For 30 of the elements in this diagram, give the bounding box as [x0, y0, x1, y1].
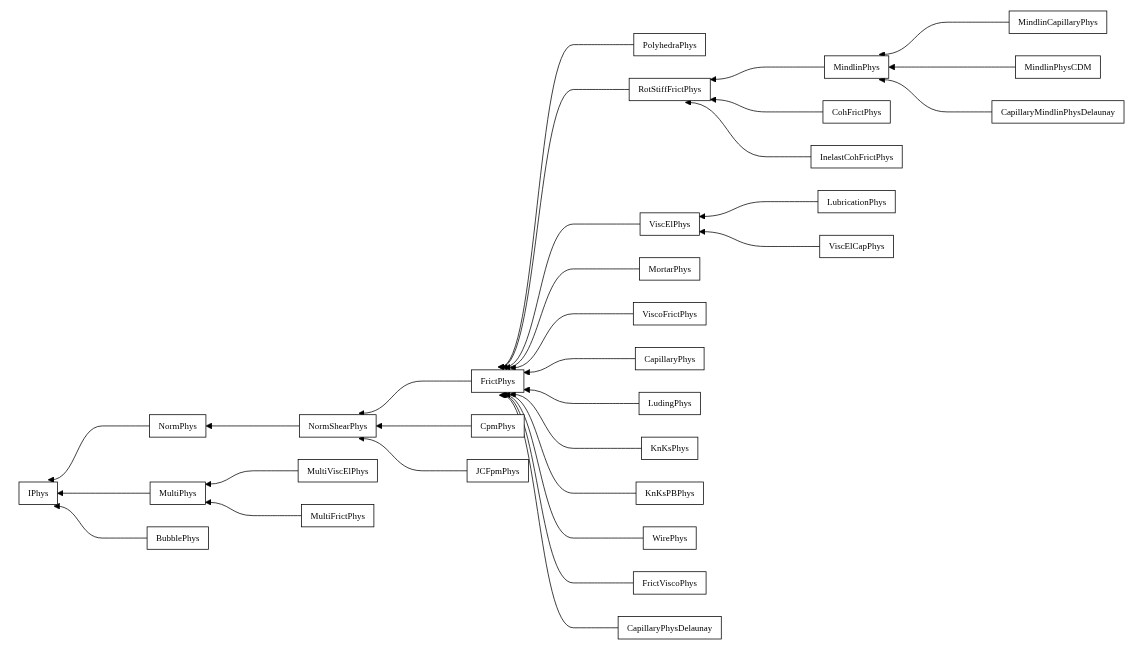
- node-box: PolyhedraPhys: [632, 33, 706, 57]
- node-box: ViscElCapPhys: [818, 234, 894, 259]
- node-box: CapillaryPhys: [634, 347, 704, 371]
- node-box: CapillaryPhysDelaunay: [617, 616, 722, 640]
- node-box: MindlinPhys: [823, 55, 889, 79]
- node-box: FrictPhys: [470, 369, 524, 393]
- node-box: NormPhys: [148, 414, 206, 438]
- node-box: RotStiffFrictPhys: [628, 77, 711, 102]
- node-box: MultiViscElPhys: [297, 459, 378, 483]
- node-box: InelastCohFrictPhys: [810, 145, 903, 169]
- node-box: CohFrictPhys: [822, 100, 891, 124]
- node-box: NormShearPhys: [298, 414, 376, 438]
- node-box: JCFpmPhys: [466, 459, 529, 483]
- node-box: MultiPhys: [149, 481, 206, 505]
- node-box: ViscElPhys: [639, 212, 700, 236]
- node-box: WirePhys: [642, 526, 697, 550]
- node-box: MindlinCapillaryPhys: [1008, 10, 1107, 34]
- node-box: CapillaryMindlinPhysDelaunay: [991, 100, 1124, 124]
- node-box: FrictViscoPhys: [632, 571, 706, 595]
- node-box: KnKsPhys: [640, 436, 698, 460]
- node-box: LudingPhys: [638, 391, 701, 416]
- node-box: ViscoFrictPhys: [632, 302, 706, 326]
- node-box: KnKsPBPhys: [635, 481, 704, 505]
- node-box: BubblePhys: [146, 526, 209, 550]
- node-box: MindlinPhysCDM: [1014, 55, 1101, 79]
- node-box: MultiFrictPhys: [300, 504, 374, 528]
- node-box: MortarPhys: [638, 257, 700, 281]
- node-box: IPhys: [18, 481, 58, 505]
- node-box: LubricationPhys: [817, 190, 896, 214]
- node-box: CpmPhys: [470, 414, 525, 438]
